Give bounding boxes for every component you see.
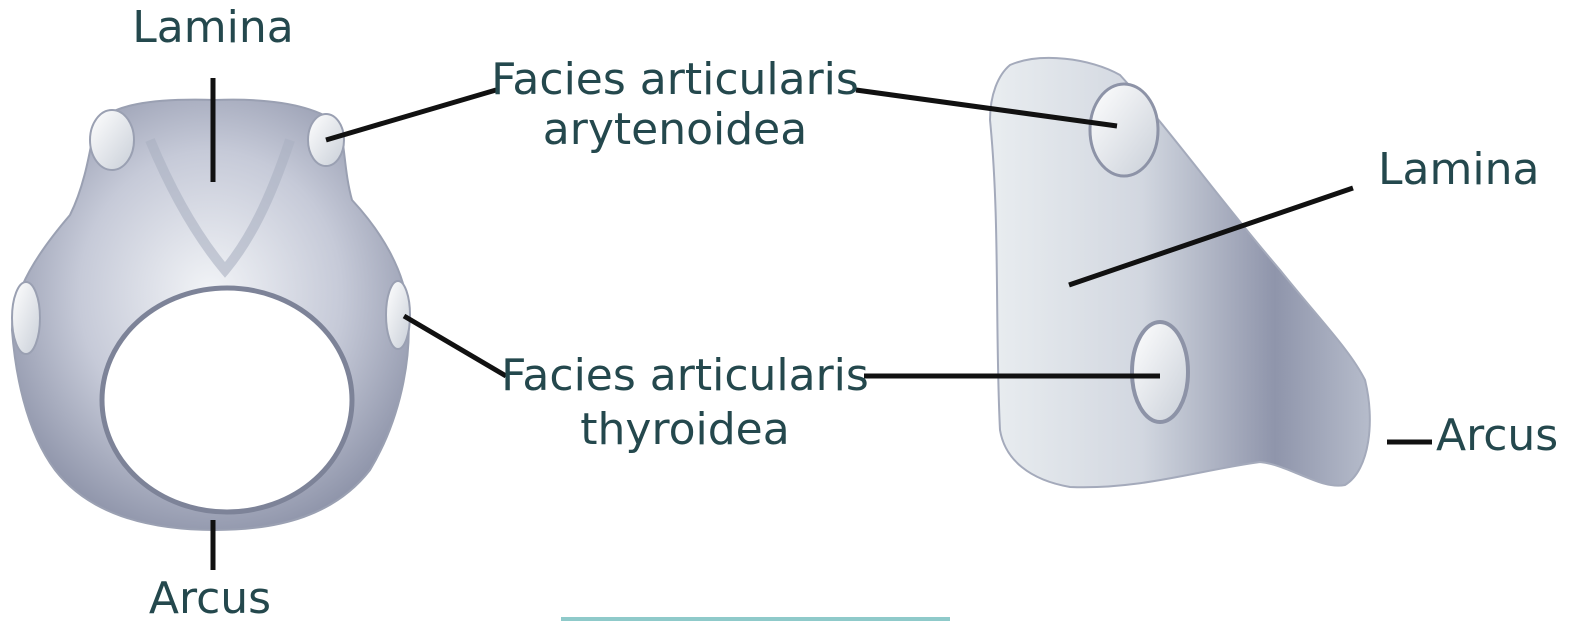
label-right-lamina: Lamina (1378, 144, 1558, 196)
arytenoid-facet-left (90, 110, 134, 170)
lateral-thyroid-facet (1132, 322, 1188, 422)
label-thyroid-line2: thyroidea (498, 404, 872, 456)
label-arytenoid-line2: arytenoidea (488, 104, 862, 156)
cricoid-lumen (102, 288, 352, 512)
leader-arytenoid-left-view (326, 90, 496, 140)
thyroid-facet-left (12, 282, 40, 354)
label-arytenoid-line1: Facies articularis (488, 54, 862, 106)
label-left-lamina: Lamina (113, 2, 313, 54)
label-thyroid-line1: Facies articularis (498, 350, 872, 402)
cricoid-lateral-view (990, 58, 1370, 487)
label-left-arcus: Arcus (110, 573, 310, 625)
lateral-arytenoid-facet (1090, 84, 1158, 176)
leader-thyroid-left-view (404, 316, 506, 376)
label-right-arcus: Arcus (1436, 410, 1576, 462)
cricoid-lateral-outline (990, 58, 1370, 487)
